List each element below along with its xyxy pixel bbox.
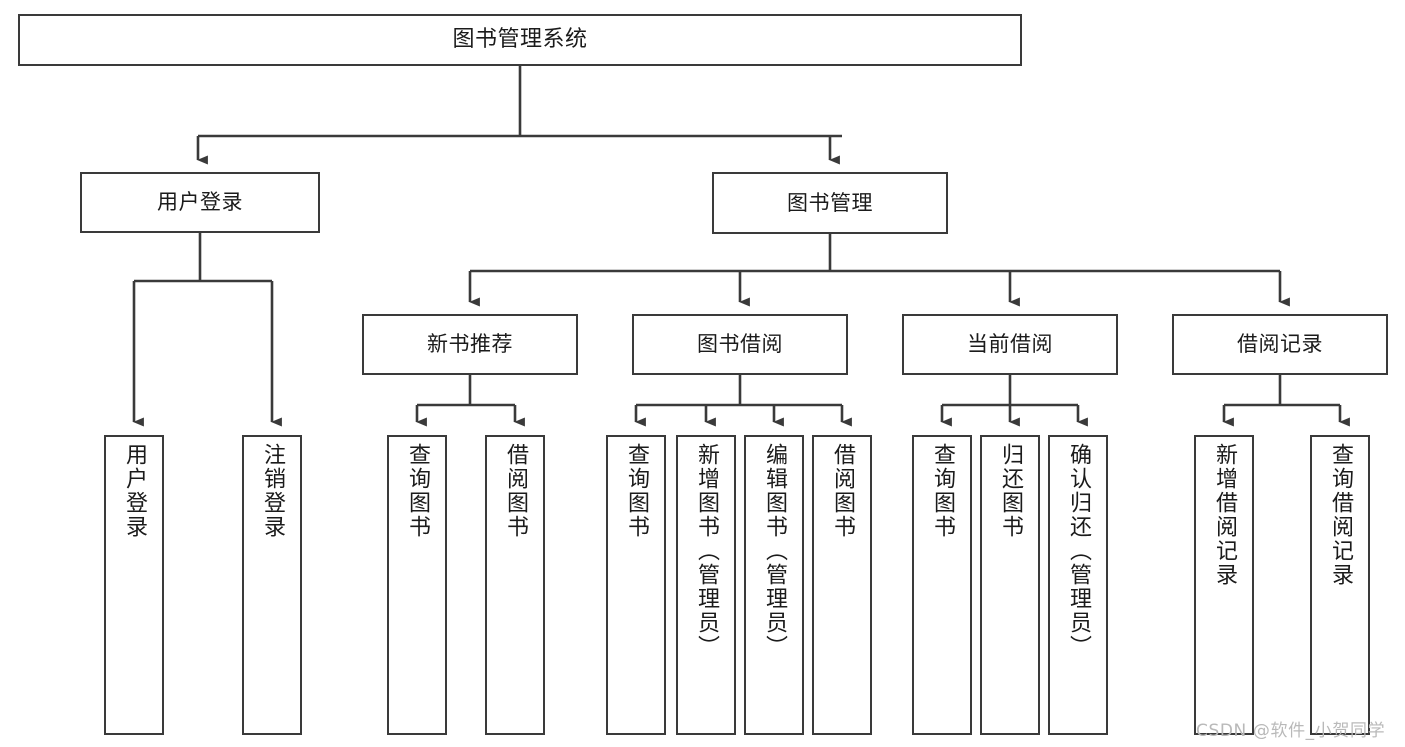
node-leaf-query-borrow-record[interactable]: 查询借阅记录 bbox=[1310, 435, 1370, 735]
node-leaf-return-book[interactable]: 归还图书 bbox=[980, 435, 1040, 735]
node-label: 借阅图书 bbox=[503, 443, 528, 539]
node-leaf-edit-book-admin[interactable]: 编辑图书（管理员） bbox=[744, 435, 804, 735]
node-root-system[interactable]: 图书管理系统 bbox=[18, 14, 1022, 66]
node-label: 查询借阅记录 bbox=[1328, 443, 1353, 587]
node-book-borrow[interactable]: 图书借阅 bbox=[632, 314, 848, 375]
node-leaf-user-login[interactable]: 用户登录 bbox=[104, 435, 164, 735]
node-label: 用户登录 bbox=[122, 443, 147, 539]
node-label: 用户登录 bbox=[157, 190, 243, 215]
node-label: 新增图书（管理员） bbox=[694, 443, 719, 659]
node-label: 注销登录 bbox=[260, 443, 285, 539]
node-label: 当前借阅 bbox=[967, 332, 1053, 357]
node-new-book-recommend[interactable]: 新书推荐 bbox=[362, 314, 578, 375]
node-leaf-query-book-recommend[interactable]: 查询图书 bbox=[387, 435, 447, 735]
node-leaf-borrow-book[interactable]: 借阅图书 bbox=[812, 435, 872, 735]
node-label: 图书借阅 bbox=[697, 332, 783, 357]
node-label: 借阅图书 bbox=[830, 443, 855, 539]
node-label: 查询图书 bbox=[624, 443, 649, 539]
node-leaf-logout[interactable]: 注销登录 bbox=[242, 435, 302, 735]
node-user-login[interactable]: 用户登录 bbox=[80, 172, 320, 233]
node-label: 新书推荐 bbox=[427, 332, 513, 357]
node-label: 借阅记录 bbox=[1237, 332, 1323, 357]
node-leaf-confirm-return-admin[interactable]: 确认归还（管理员） bbox=[1048, 435, 1108, 735]
node-leaf-add-borrow-record[interactable]: 新增借阅记录 bbox=[1194, 435, 1254, 735]
node-leaf-borrow-book-recommend[interactable]: 借阅图书 bbox=[485, 435, 545, 735]
node-leaf-query-book-current[interactable]: 查询图书 bbox=[912, 435, 972, 735]
node-label: 确认归还（管理员） bbox=[1066, 443, 1091, 659]
node-label: 图书管理系统 bbox=[452, 27, 588, 53]
node-label: 编辑图书（管理员） bbox=[762, 443, 787, 659]
node-leaf-add-book-admin[interactable]: 新增图书（管理员） bbox=[676, 435, 736, 735]
node-current-borrow[interactable]: 当前借阅 bbox=[902, 314, 1118, 375]
node-label: 新增借阅记录 bbox=[1212, 443, 1237, 587]
node-label: 归还图书 bbox=[998, 443, 1023, 539]
node-label: 查询图书 bbox=[930, 443, 955, 539]
node-leaf-query-book-borrow[interactable]: 查询图书 bbox=[606, 435, 666, 735]
node-borrow-record[interactable]: 借阅记录 bbox=[1172, 314, 1388, 375]
node-book-management[interactable]: 图书管理 bbox=[712, 172, 948, 234]
node-label: 查询图书 bbox=[405, 443, 430, 539]
csdn-watermark: CSDN @软件_小贺同学 bbox=[1196, 721, 1386, 741]
node-label: 图书管理 bbox=[787, 190, 873, 215]
